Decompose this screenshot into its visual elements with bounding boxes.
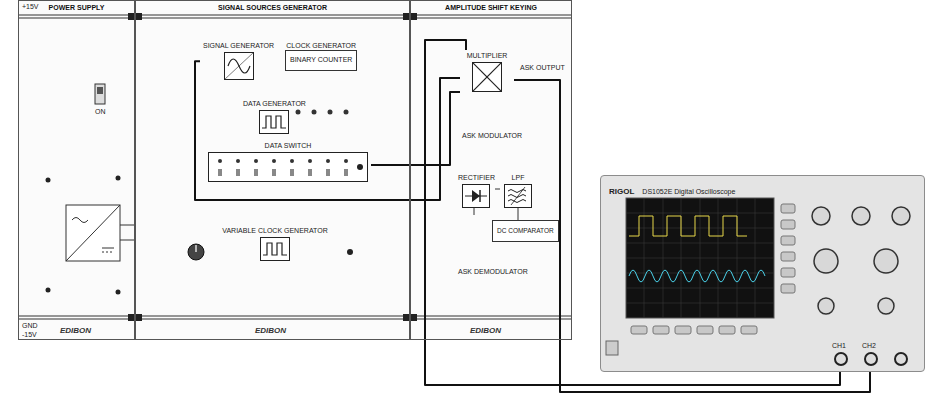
- block-title: RIGOL: [609, 187, 634, 197]
- block-symbol: [458, 184, 495, 208]
- top-bus-bar: [18, 17, 572, 18]
- block-title: AMPLITUDE SHIFT KEYING: [411, 4, 571, 12]
- supply-wire: [120, 240, 135, 241]
- demod-wire: [495, 189, 500, 190]
- rectifier-block: RECTIFIER: [455, 172, 498, 210]
- supply-rail: +15V: [22, 3, 39, 11]
- brand-logo: EDIBON: [470, 326, 501, 336]
- rectifier-symbol: [462, 184, 490, 208]
- data-switch-block: DATA SWITCH: [205, 140, 371, 184]
- low-pass-filter-block: LPF: [500, 172, 536, 210]
- supply-rail: GND: [22, 322, 38, 330]
- signal-sources-module: SIGNAL SOURCES GENERATOR SIGNAL GENERATOR…: [135, 0, 410, 340]
- block-title: VARIABLE CLOCK GENERATOR: [218, 227, 332, 235]
- oscilloscope-illustration: [601, 176, 926, 373]
- clock-jack: [328, 110, 333, 115]
- block-title: SIGNAL GENERATOR: [203, 42, 274, 50]
- frequency-knob: [188, 244, 204, 260]
- square-wave-symbol: [259, 110, 289, 134]
- oscilloscope: RIGOL DS1052E Digital Oscilloscope: [600, 175, 925, 372]
- clock-generator-block: CLOCK GENERATORBINARY COUNTER: [282, 40, 360, 73]
- block-title: MULTIPLIER: [463, 52, 511, 60]
- supply-rail: -15V: [22, 331, 37, 339]
- block-text: DS1052E Digital Oscilloscope: [642, 188, 735, 196]
- bottom-bus-bar: [18, 318, 572, 319]
- multiplier-block: MULTIPLIER: [460, 50, 514, 94]
- patch-wire: [371, 92, 460, 165]
- ac-symbol: [72, 218, 88, 223]
- block-title: DATA SWITCH: [208, 142, 368, 150]
- block-title: DC COMPARATOR: [497, 227, 554, 235]
- mount-dot: [46, 178, 51, 183]
- data-switch-strip: [208, 152, 368, 182]
- block-symbol: [503, 184, 533, 208]
- power-switch: [95, 84, 105, 104]
- mount-dot: [116, 290, 121, 295]
- block-title: SIGNAL SOURCES GENERATOR: [136, 4, 409, 12]
- top-bus-bar: [18, 14, 572, 15]
- data-generator-block: DATA GENERATOR: [240, 98, 309, 136]
- dc-symbol: [102, 248, 114, 249]
- channel-label: CH2: [862, 342, 876, 350]
- dc-symbol: [102, 252, 114, 253]
- ask-module: AMPLITUDE SHIFT KEYING MULTIPLIER RECTIFIE…: [410, 0, 572, 340]
- patch-wire: [195, 61, 460, 200]
- board-panel: [18, 0, 572, 340]
- multiplier-symbol: [472, 62, 502, 92]
- square-wave-symbol: [260, 237, 290, 261]
- power-supply-module: POWER SUPPLY: [18, 0, 135, 340]
- block-symbol: [218, 237, 332, 261]
- comparator-block: DC COMPARATOR: [492, 220, 559, 242]
- block-title: RECTIFIER: [458, 174, 495, 182]
- signal-generator-block: SIGNAL GENERATOR: [200, 40, 277, 82]
- brand-logo: EDIBON: [255, 326, 286, 336]
- block-symbol: [208, 152, 368, 182]
- clock-jack: [296, 110, 301, 115]
- block-title: CLOCK GENERATOR: [285, 42, 357, 50]
- block-title: DATA GENERATOR: [243, 100, 306, 108]
- mount-dot: [46, 288, 51, 293]
- block-symbol: [243, 110, 306, 134]
- supply-wire: [120, 225, 135, 226]
- converter-symbol: [66, 205, 120, 261]
- switch-label: ON: [95, 108, 106, 116]
- output-jack: [347, 249, 353, 255]
- mount-dot: [116, 176, 121, 181]
- converter-symbol: [66, 205, 120, 261]
- clock-jack: [344, 110, 349, 115]
- block-text: BINARY COUNTER: [285, 50, 357, 70]
- sine-generator-symbol: [224, 52, 254, 80]
- block-symbol: [463, 62, 511, 92]
- output-label: ASK OUTPUT: [520, 64, 565, 72]
- low-pass-filter-symbol: [504, 184, 532, 208]
- channel-label: CH1: [832, 342, 846, 350]
- block-symbol: [203, 52, 274, 80]
- brand-logo: EDIBON: [60, 326, 91, 336]
- power-switch: [97, 87, 103, 94]
- section-label: ASK DEMODULATOR: [458, 268, 528, 276]
- block-title: LPF: [503, 174, 533, 182]
- clock-jack: [312, 110, 317, 115]
- frequency-knob: [195, 245, 197, 252]
- section-label: ASK MODULATOR: [462, 132, 522, 140]
- variable-clock-block: VARIABLE CLOCK GENERATOR: [215, 225, 335, 263]
- bottom-bus-bar: [18, 315, 572, 316]
